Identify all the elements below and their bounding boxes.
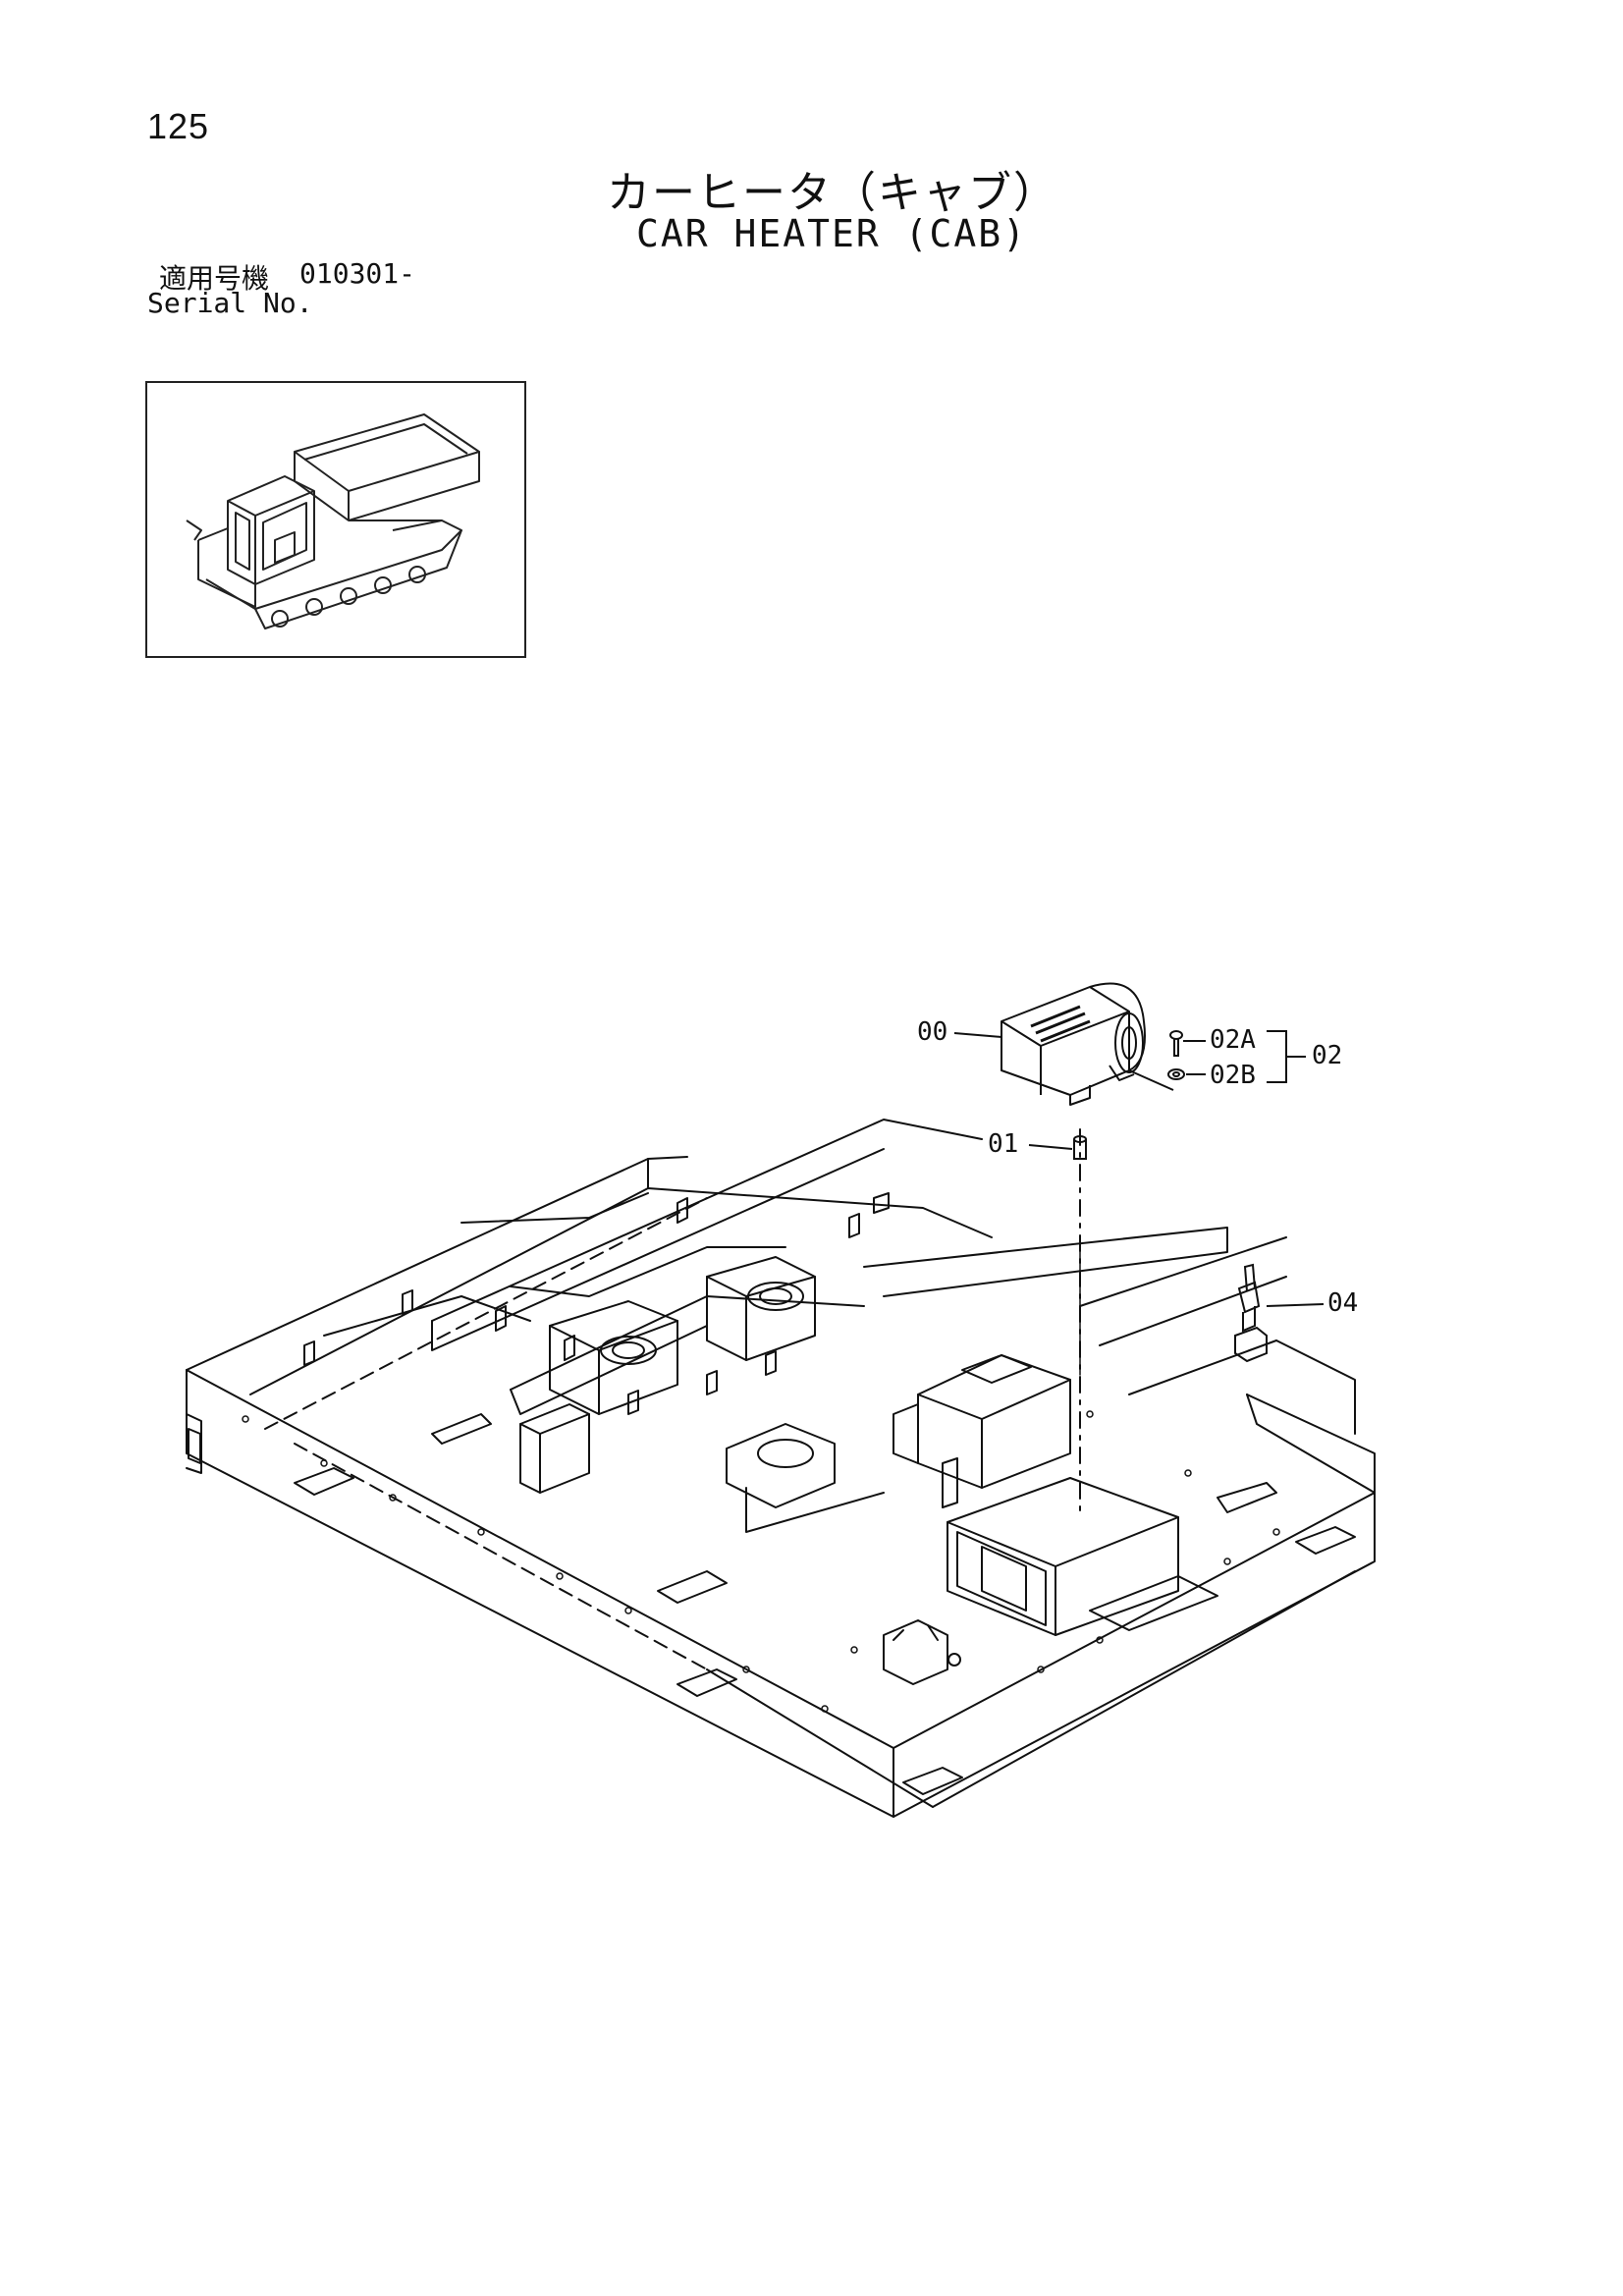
- page-title-japanese: カーヒータ（キャブ）: [607, 168, 1058, 218]
- fitting-icon: [1073, 1135, 1087, 1160]
- page-title-english: CAR HEATER (CAB): [636, 212, 1028, 255]
- car-heater-unit-icon: [1001, 982, 1174, 1106]
- callout-leaders: [953, 1030, 1325, 1307]
- callout-01: 01: [988, 1129, 1019, 1159]
- callout-02: 02: [1312, 1041, 1343, 1070]
- callout-02a: 02A: [1210, 1025, 1256, 1055]
- bracket: [883, 1619, 961, 1685]
- center-housings: [519, 1256, 885, 1533]
- frame-clips: [294, 1192, 1356, 1795]
- heater-switch-icon: [1234, 1263, 1268, 1363]
- mounting-holes: [242, 1410, 1280, 1713]
- serial-label-english: Serial No.: [147, 287, 313, 319]
- floor-frame: [186, 1156, 1376, 1818]
- page-number: 125: [147, 106, 210, 146]
- callout-00: 00: [917, 1017, 948, 1047]
- callout-04: 04: [1327, 1288, 1359, 1318]
- bolt-icon: [1169, 1030, 1183, 1057]
- serial-label-japanese: 適用号機: [159, 262, 270, 295]
- serial-value: 010301-: [299, 257, 416, 290]
- washer-icon: [1167, 1068, 1185, 1080]
- machine-thumbnail: [145, 381, 526, 658]
- callout-02b: 02B: [1210, 1061, 1256, 1090]
- tracked-carrier-icon: [186, 413, 480, 629]
- heater-housing-box: [893, 1354, 1277, 1636]
